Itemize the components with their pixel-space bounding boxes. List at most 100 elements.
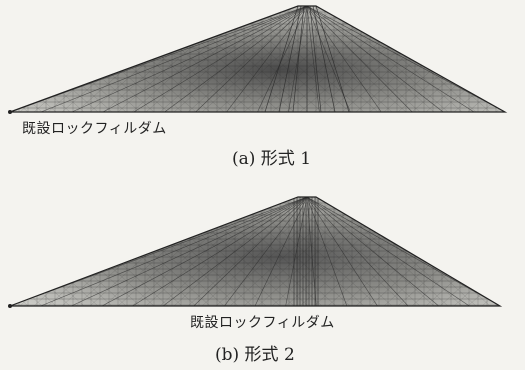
- mesh-line: [164, 6, 308, 112]
- mesh-line: [215, 6, 337, 112]
- mesh-line: [10, 197, 43, 306]
- mesh-line: [299, 6, 421, 112]
- mesh-line: [306, 6, 351, 112]
- mesh-line: [229, 6, 351, 112]
- mesh-line: [102, 6, 308, 112]
- mesh-line: [201, 197, 323, 306]
- mesh-line: [71, 197, 308, 306]
- mesh-line: [10, 6, 29, 112]
- mesh-line: [306, 6, 382, 112]
- mesh-line: [306, 6, 320, 112]
- mesh-line: [159, 197, 281, 306]
- mesh-line: [264, 6, 299, 112]
- mesh-line: [10, 6, 15, 112]
- mesh-line: [257, 197, 379, 306]
- mesh-line: [495, 6, 505, 112]
- mesh-line: [285, 197, 308, 306]
- mesh-line: [226, 6, 308, 112]
- mesh-line: [292, 6, 305, 112]
- mesh-line: [306, 197, 348, 306]
- mesh-line: [10, 197, 57, 306]
- mesh-line: [159, 6, 281, 112]
- mesh-line: [133, 6, 308, 112]
- mesh-line: [481, 6, 505, 112]
- mesh-line: [306, 6, 444, 112]
- dam-a-body: [10, 6, 505, 112]
- dam-b-toe-node: [8, 304, 12, 308]
- mesh-line: [132, 197, 308, 306]
- mesh-line: [10, 197, 43, 306]
- mesh-line: [306, 6, 413, 112]
- mesh-line: [10, 6, 15, 112]
- mesh-line: [10, 6, 43, 112]
- mesh-line: [71, 6, 308, 112]
- caption-a: (a) 形式 1: [232, 149, 312, 169]
- mesh-line: [162, 197, 308, 306]
- mesh-line: [306, 197, 439, 306]
- mesh-line: [312, 6, 336, 112]
- mesh-line: [10, 197, 15, 306]
- mesh-line: [254, 197, 308, 306]
- mesh-line: [306, 6, 475, 112]
- mesh-line: [278, 6, 302, 112]
- mesh-line: [229, 197, 351, 306]
- mesh-line: [40, 197, 308, 306]
- mesh-line: [243, 6, 365, 112]
- mesh-line: [215, 197, 337, 306]
- mesh-line: [187, 197, 309, 306]
- mesh-line: [257, 6, 379, 112]
- mesh-line: [271, 197, 393, 306]
- mesh-line: [10, 197, 57, 306]
- mesh-line: [495, 6, 505, 112]
- mesh-line: [10, 6, 29, 112]
- mesh-line: [193, 197, 308, 306]
- mesh-line: [201, 6, 323, 112]
- mesh-line: [10, 197, 15, 306]
- mesh-line: [101, 197, 308, 306]
- dam-b-section: [8, 196, 503, 308]
- mesh-line: [285, 6, 407, 112]
- mesh-line: [467, 197, 500, 306]
- mesh-line: [173, 6, 295, 112]
- mesh-line: [481, 6, 505, 112]
- mesh-line: [10, 6, 57, 112]
- mesh-line: [10, 197, 29, 306]
- mesh-line: [467, 197, 500, 306]
- dam-b-outline: [9, 196, 503, 307]
- mesh-line: [481, 197, 500, 306]
- mesh-line: [299, 197, 421, 306]
- mesh-line: [306, 6, 505, 112]
- mesh-line: [306, 197, 378, 306]
- mesh-line: [306, 197, 500, 306]
- mesh-line: [306, 197, 470, 306]
- mesh-line: [173, 197, 295, 306]
- dam-a-toe-node: [8, 110, 12, 114]
- mesh-line: [257, 6, 308, 112]
- mesh-line: [243, 197, 365, 306]
- mesh-line: [243, 6, 365, 112]
- mesh-line: [313, 6, 435, 112]
- dam-a-outline: [9, 5, 508, 113]
- dam-b-body: [10, 197, 500, 306]
- mesh-line: [288, 6, 308, 112]
- existing-dam-label-a: 既設ロックフィルダム: [22, 121, 167, 137]
- mesh-line: [481, 197, 500, 306]
- caption-b: (b) 形式 2: [215, 345, 295, 365]
- mesh-line: [495, 197, 500, 306]
- mesh-line: [315, 6, 350, 112]
- existing-dam-label-b: 既設ロックフィルダム: [190, 315, 335, 331]
- mesh-line: [313, 197, 435, 306]
- mesh-line: [309, 6, 322, 112]
- mesh-line: [439, 197, 500, 306]
- mesh-line: [306, 197, 409, 306]
- mesh-line: [187, 6, 309, 112]
- mesh-line: [285, 197, 407, 306]
- mesh-line: [224, 197, 308, 306]
- mesh-line: [195, 6, 308, 112]
- mesh-line: [10, 6, 57, 112]
- dam-a-section: [8, 5, 508, 114]
- mesh-line: [495, 197, 500, 306]
- mesh-line: [243, 197, 365, 306]
